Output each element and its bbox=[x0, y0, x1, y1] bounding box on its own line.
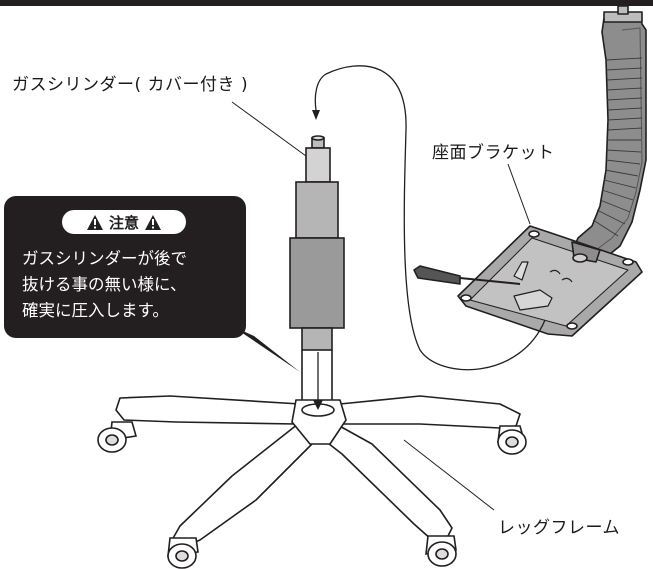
caution-callout-tail bbox=[232, 326, 300, 372]
leader-seat-bracket bbox=[507, 163, 531, 225]
leader-leg-frame bbox=[403, 439, 495, 511]
caution-line: 抜ける事の無い様に、 bbox=[22, 275, 187, 294]
caution-title-pill: 注意 bbox=[62, 210, 186, 234]
gas-cylinder bbox=[289, 135, 345, 351]
warning-triangle-icon bbox=[145, 214, 161, 230]
top-border bbox=[0, 0, 653, 6]
caster-right-back bbox=[497, 425, 527, 455]
caution-text: ガスシリンダーが後で 抜ける事の無い様に、 確実に圧入します。 bbox=[22, 246, 244, 324]
caution-box: 注意 ガスシリンダーが後で 抜ける事の無い様に、 確実に圧入します。 bbox=[4, 196, 246, 338]
leader-gas-cylinder bbox=[231, 101, 307, 157]
caution-line: ガスシリンダーが後で bbox=[22, 249, 187, 268]
warning-triangle-icon bbox=[86, 214, 103, 230]
label-leg-frame: レッグフレーム bbox=[498, 518, 620, 538]
backrest-support bbox=[571, 5, 647, 267]
caution-line: 確実に圧入します。 bbox=[22, 301, 169, 320]
label-gas-cylinder: ガスシリンダー( カバー付き ) bbox=[12, 75, 249, 95]
label-seat-bracket: 座面ブラケット bbox=[432, 143, 555, 163]
insert-arrow-curve bbox=[314, 65, 546, 371]
arrow-head-cylinder bbox=[312, 110, 320, 120]
caster-right-front bbox=[425, 535, 457, 567]
caster-left-front bbox=[167, 537, 199, 569]
caster-left-back bbox=[97, 421, 138, 453]
caution-title: 注意 bbox=[108, 213, 139, 232]
arrow-head-base bbox=[313, 400, 323, 410]
seat-bracket bbox=[413, 225, 643, 337]
leg-frame bbox=[115, 350, 521, 547]
